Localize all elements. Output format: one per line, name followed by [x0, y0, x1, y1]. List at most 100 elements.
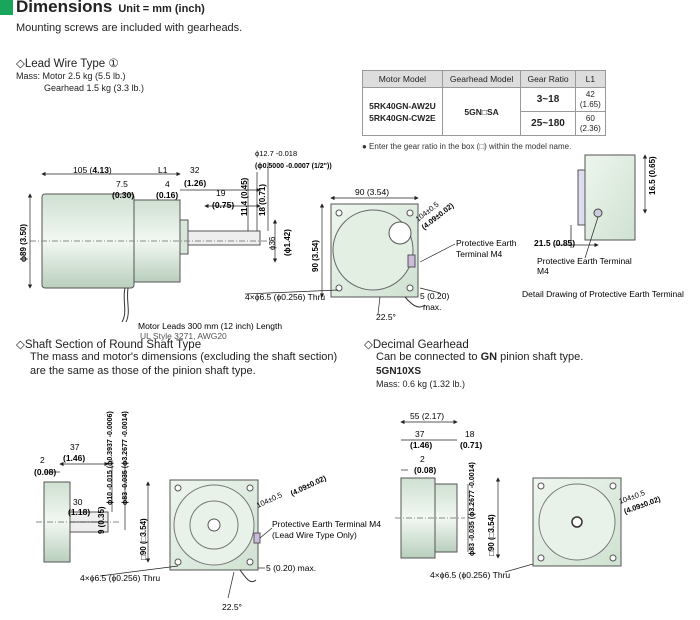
dim-21-5: 21.5 (0.85) [534, 238, 575, 248]
lead-wire-2 [125, 287, 129, 323]
motor-dim-lines [27, 162, 278, 289]
decimal-dim-1-46: (1.46) [410, 440, 432, 450]
dim-32: 32 [190, 165, 200, 175]
decimal-dim-sq90: □90 (□3.54) [487, 514, 496, 556]
detail-drawing [555, 154, 648, 259]
dim-0-75: (0.75) [212, 200, 234, 210]
shaft-front-dims [99, 527, 273, 599]
decimal-front-view [532, 477, 622, 567]
pe-label: Protective Earth [456, 238, 517, 248]
shaft-hole-4 [246, 558, 254, 566]
dim-105-a: 105 ( [73, 165, 93, 175]
decimal-holes-label: 4×ϕ6.5 (ϕ0.256) Thru [430, 570, 510, 580]
decimal-desc-post: pinion shaft type. [497, 351, 584, 363]
decimal-hole-4 [609, 554, 617, 562]
shaft-desc-1: The mass and motor's dimensions (excludi… [30, 351, 338, 363]
l1-2-mm: 60 [585, 113, 595, 123]
dim-max: max. [423, 302, 441, 312]
decimal-desc-gn: GN [480, 351, 498, 363]
leader-pe [419, 243, 456, 263]
shaft-dim-5: 5 (0.20) max. [266, 563, 316, 573]
motor-model-cell: 5RK40GN-AW2U 5RK40GN-CW2E [362, 87, 443, 136]
shaft-hole-2 [246, 484, 254, 492]
shaft-desc-2: are the same as those of the pinion shaf… [30, 365, 256, 377]
mount-hole-3 [335, 284, 343, 292]
round-shaft-front-view [169, 479, 261, 583]
decimal-dim-2: 2 [420, 454, 425, 464]
title-text: Dimensions [16, 0, 113, 16]
output-shaft [187, 230, 261, 246]
shaft-dim-37: 37 [70, 442, 80, 452]
dim-phi36: ϕ36 [268, 236, 277, 250]
dim-90: 90 (3.54) [355, 187, 389, 197]
mount-hole-1 [335, 209, 343, 217]
shaft-dim-4-09: (4.09±0.02) [289, 473, 328, 498]
shaft-hole-3 [174, 558, 182, 566]
shaft-dim-9: 9 (0.35) [97, 506, 106, 534]
shaft-dim-sq90: □90 (□3.54) [139, 518, 148, 560]
dim-22-5: 22.5° [376, 312, 396, 322]
holes-label: 4×ϕ6.5 (ϕ0.256) Thru [245, 292, 325, 302]
dim-4: 4 [165, 179, 170, 189]
intro-text: Mounting screws are included with gearhe… [16, 22, 243, 34]
decimal-dim-37: 37 [415, 429, 425, 439]
decimal-hole-2 [609, 482, 617, 490]
front-lead [404, 296, 426, 308]
dim-18: 18 (0.71) [258, 184, 267, 216]
shaft-lead [239, 569, 257, 583]
dim-phi1-42: (ϕ1.42) [283, 229, 292, 256]
gearhead-front-view [330, 203, 426, 308]
decimal-front-center [571, 516, 583, 528]
leads-label: Motor Leads 300 mm (12 inch) Length [138, 321, 282, 331]
l1-1-mm: 42 [585, 89, 595, 99]
decimal-side-view [395, 477, 465, 559]
decimal-collar [434, 483, 458, 553]
detail-leader [584, 216, 599, 259]
gearhead-pilot [179, 219, 189, 255]
decimal-desc-pre: Can be connected to [376, 351, 481, 363]
gearhead-model-cell: 5GN□SA [441, 87, 522, 136]
dim-0-30: (0.30) [112, 190, 134, 200]
dim-phi12-7: ϕ12.7 -0.018 [255, 149, 297, 158]
shaft-dim-104: 104±0.5 [255, 490, 283, 510]
shaft-hole-1 [174, 484, 182, 492]
dim-90v: 90 (3.54) [311, 240, 320, 272]
dim-1-26: (1.26) [184, 178, 206, 188]
detail-flange [577, 169, 586, 226]
mass-gearhead: Gearhead 1.5 kg (3.3 lb.) [44, 83, 145, 93]
dim-l1: L1 [158, 165, 168, 175]
dim-16-5: 16.5 (0.65) [648, 156, 657, 195]
mass-motor: Mass: Motor 2.5 kg (5.5 lb.) [16, 71, 126, 81]
shaft-dim-phi10: ϕ10 -0.015 (ϕ0.3937 -0.0006) [107, 411, 114, 505]
dim-0-16: (0.16) [156, 190, 178, 200]
shaft-holes-label: 4×ϕ6.5 (ϕ0.256) Thru [80, 573, 160, 583]
table-note: ● Enter the gear ratio in the box (□) wi… [362, 142, 572, 151]
lead-wire [121, 287, 126, 323]
dim-19: 19 [216, 188, 226, 198]
detail-caption: Detail Drawing of Protective Earth Termi… [522, 289, 684, 299]
motor-side-view [30, 193, 270, 323]
shaft-holes-leader [99, 565, 179, 577]
title-accent-bar [0, 0, 13, 15]
shaft-dim-0-08: (0.08) [34, 467, 56, 477]
leader-5 [419, 287, 441, 294]
l1-2: 60(2.36) [574, 111, 607, 136]
shaft-earth-terminal [253, 532, 261, 544]
shaft-hole [388, 221, 412, 245]
decimal-hole-3 [537, 554, 545, 562]
shaft-dim-1-46: (1.46) [63, 453, 85, 463]
earth-terminal [407, 254, 416, 268]
detail-terminal [593, 208, 603, 218]
motor-model-1: 5RK40GN-AW2U [369, 100, 436, 111]
dim-7-5: 7.5 [116, 179, 128, 189]
detail-body [584, 154, 636, 241]
l1-1: 42(1.65) [574, 87, 607, 112]
unit-label: Unit = mm (inch) [118, 3, 205, 15]
decimal-heading: ◇Decimal Gearhead [364, 339, 469, 351]
dim-phi0-5: (ϕ0.5000 -0.0007 (1/2")) [255, 163, 332, 170]
dim-phi89: ϕ89 (3.50) [19, 224, 28, 262]
motor-model-2: 5RK40GN-CW2E [369, 112, 436, 123]
dim-105: 105 (4.13) [73, 165, 112, 175]
shaft-heading: ◇Shaft Section of Round Shaft Type [16, 339, 202, 351]
